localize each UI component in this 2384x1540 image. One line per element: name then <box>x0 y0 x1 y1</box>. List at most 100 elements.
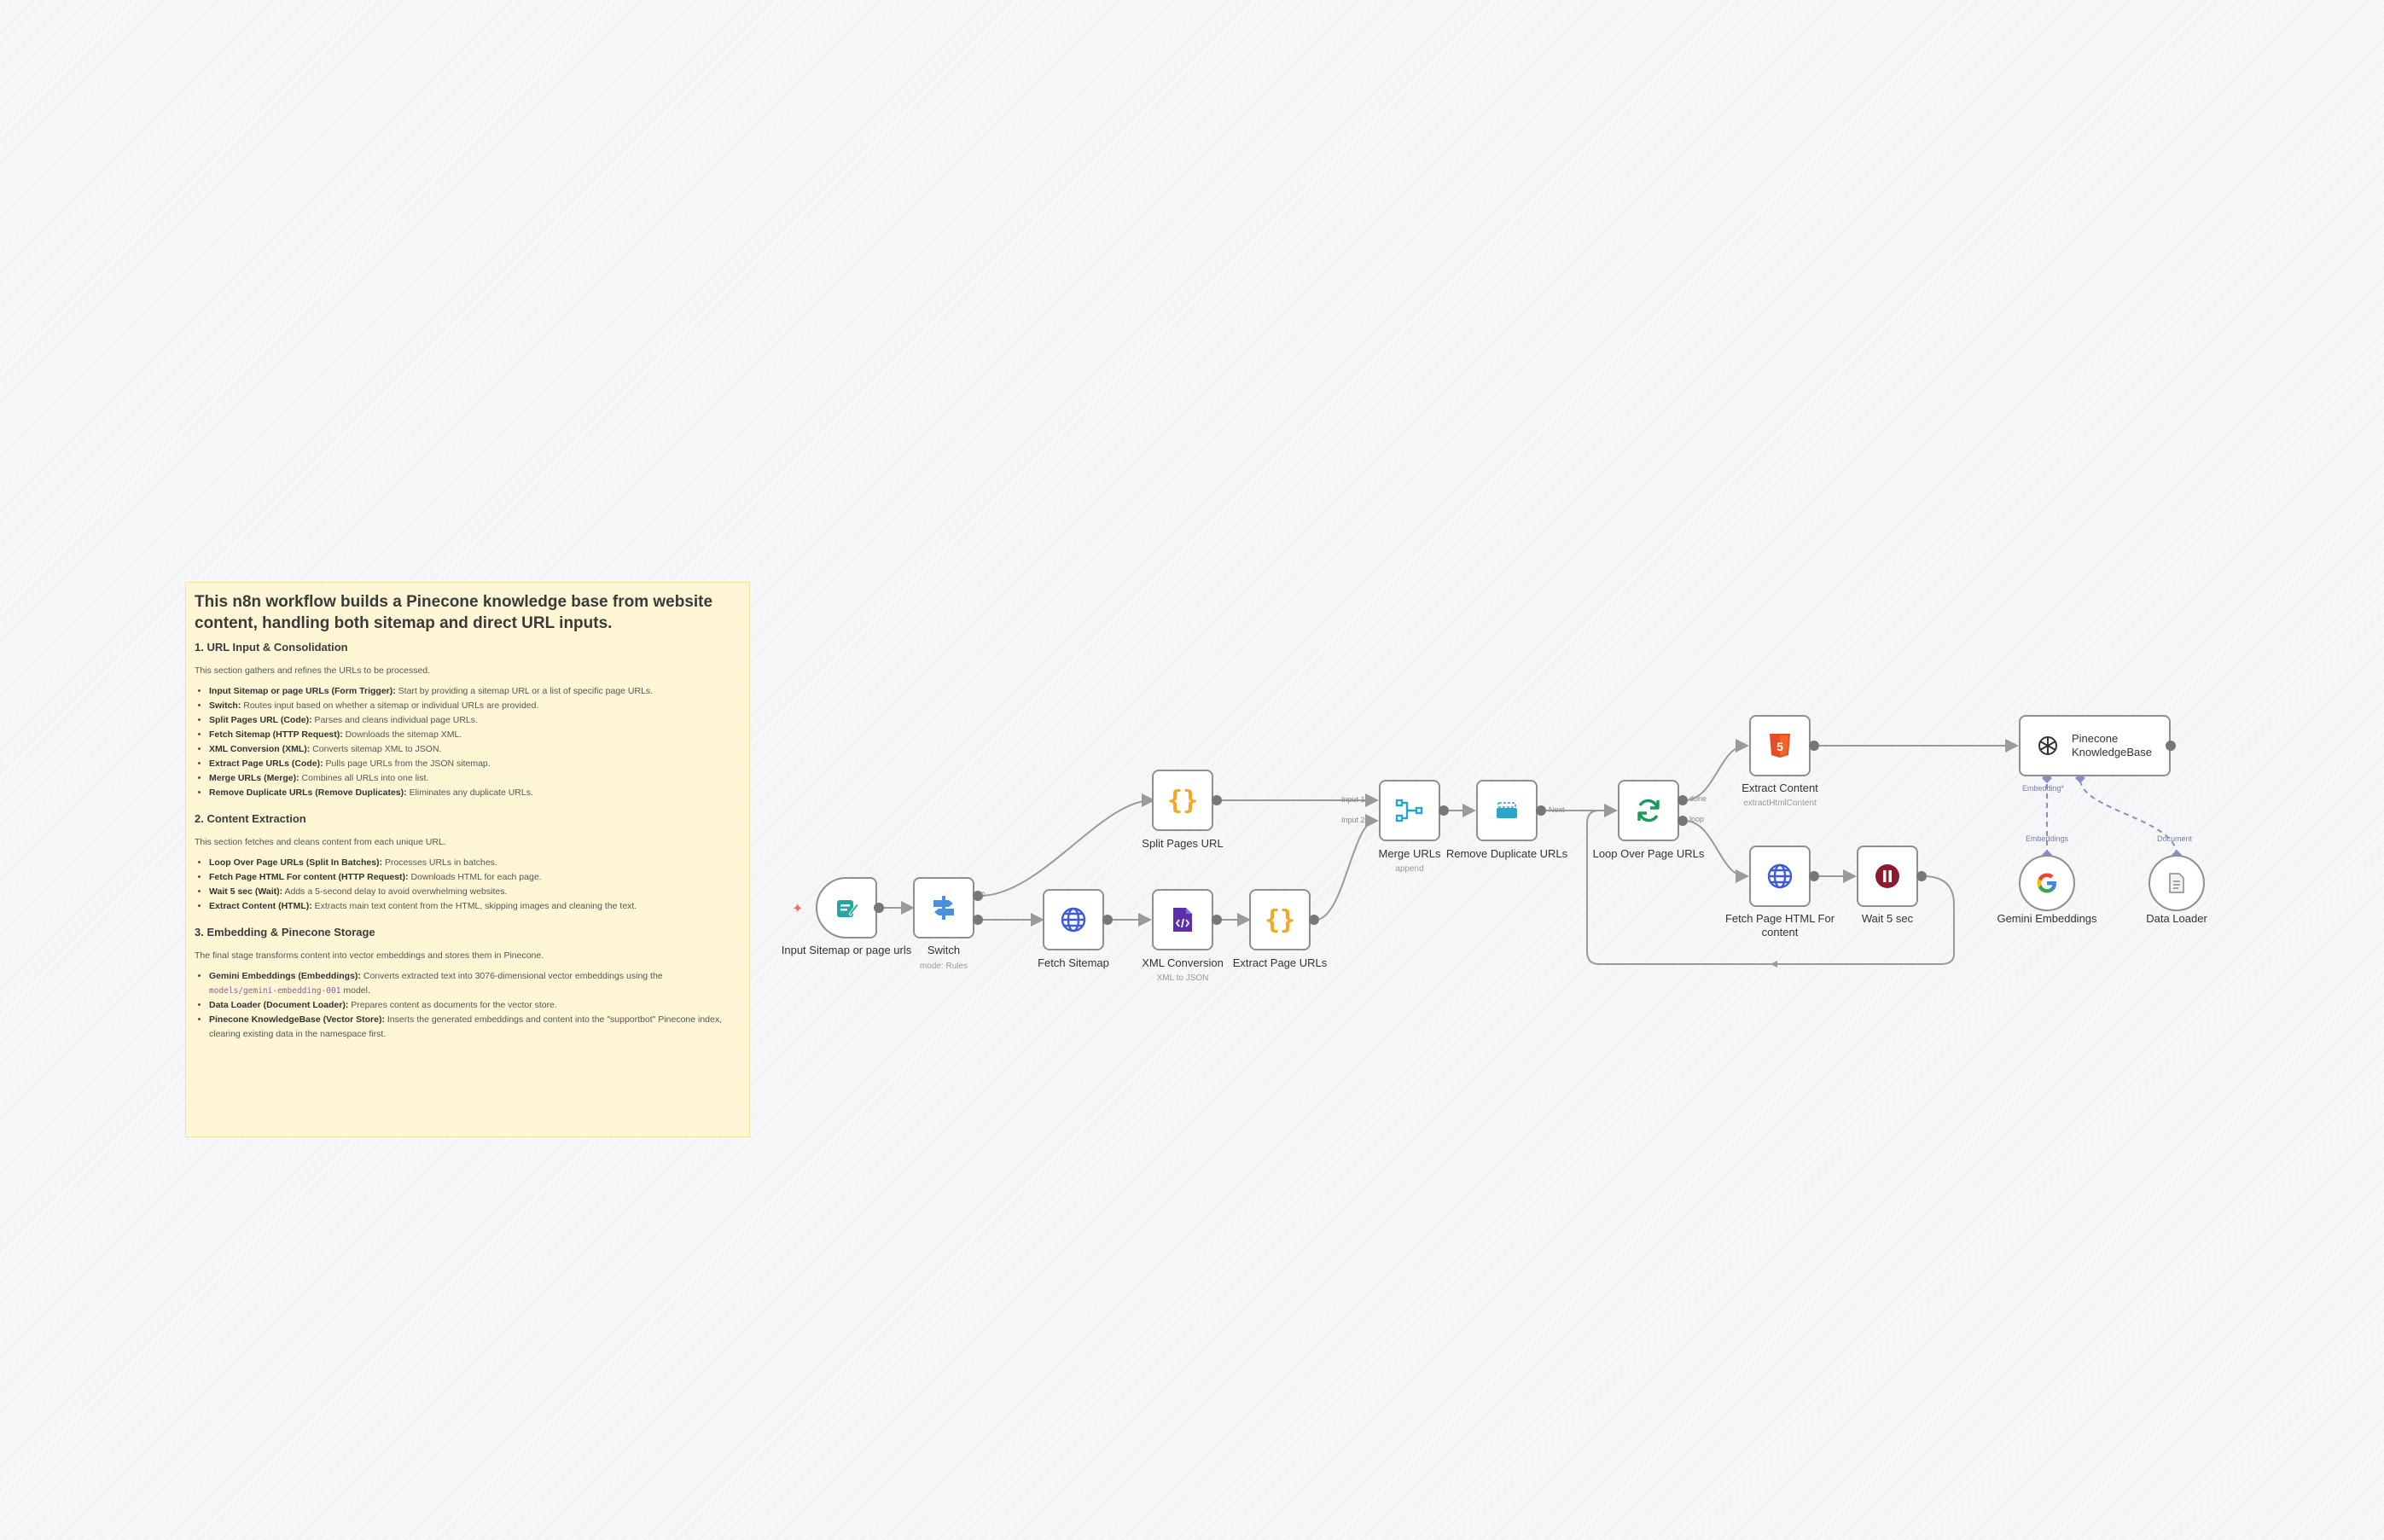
list-item: Extract Content (HTML): Extracts main te… <box>209 899 741 914</box>
node-extract-page-urls[interactable]: {} <box>1249 889 1311 950</box>
remove-duplicates-icon <box>1492 796 1521 825</box>
node-subtitle: append <box>1395 864 1424 874</box>
wire-loader-pinecone <box>2079 779 2178 856</box>
node-subtitle: mode: Rules <box>919 962 968 971</box>
node-subtitle: extractHtmlContent <box>1743 799 1817 808</box>
output-handle[interactable] <box>1916 871 1927 881</box>
port-label-0: 0 <box>981 891 986 898</box>
section-embedding: 3. Embedding & Pinecone Storage The fina… <box>195 926 741 1042</box>
node-loop-over-page-urls[interactable] <box>1618 780 1679 841</box>
node-label: Merge URLs <box>1378 847 1441 860</box>
xml-file-icon <box>1168 905 1197 934</box>
list-item: Gemini Embeddings (Embeddings): Converts… <box>209 969 741 998</box>
wire-wait-loopback <box>1586 810 1955 965</box>
pause-icon <box>1873 862 1902 891</box>
globe-icon <box>1765 862 1794 891</box>
output-handle-1[interactable] <box>973 915 983 925</box>
port-label-embedding: Embedding* <box>2022 784 2065 793</box>
output-handle-loop[interactable] <box>1678 816 1688 826</box>
section-url-input: 1. URL Input & Consolidation This sectio… <box>195 641 741 800</box>
node-label: Extract Page URLs <box>1232 956 1328 969</box>
section-intro: This section fetches and cleans content … <box>195 837 446 847</box>
node-merge-urls[interactable] <box>1379 780 1440 841</box>
node-switch[interactable] <box>913 877 974 939</box>
node-label: Remove Duplicate URLs <box>1445 847 1568 860</box>
list-item: Data Loader (Document Loader): Prepares … <box>209 998 741 1013</box>
node-label: Extract Content <box>1741 782 1818 794</box>
node-xml-conversion[interactable] <box>1152 889 1213 950</box>
section-intro: This section gathers and refines the URL… <box>195 665 431 676</box>
pinecone-icon <box>2036 731 2060 760</box>
code-braces-icon: {} <box>1166 785 1199 816</box>
list-item: Extract Page URLs (Code): Pulls page URL… <box>209 757 741 771</box>
port-label-input2: Input 2 <box>1341 816 1365 824</box>
node-label: Switch <box>927 944 961 956</box>
node-subtitle: XML to JSON <box>1156 973 1209 983</box>
output-handle[interactable] <box>1212 795 1222 805</box>
section-heading: 2. Content Extraction <box>195 812 306 825</box>
document-icon <box>2162 869 2191 898</box>
node-extract-content[interactable]: 5 <box>1749 715 1811 776</box>
node-input-sitemap[interactable] <box>816 877 877 939</box>
port-label-next: Next <box>1549 805 1565 814</box>
list-item: Loop Over Page URLs (Split In Batches): … <box>209 856 741 870</box>
list-item: Switch: Routes input based on whether a … <box>209 699 741 713</box>
node-label: Pinecone KnowledgeBase <box>2072 732 2152 758</box>
node-label: Gemini Embeddings <box>1997 912 2097 925</box>
wire-loop-fetch-page <box>1683 820 1749 883</box>
code-braces-icon: {} <box>1264 904 1296 935</box>
output-handle[interactable] <box>1102 915 1113 925</box>
trigger-bolt-icon: ✦ <box>792 902 804 916</box>
form-trigger-icon <box>832 893 861 922</box>
list-item: Fetch Sitemap (HTTP Request): Downloads … <box>209 728 741 742</box>
wire-loop-extract-content <box>1683 739 1749 801</box>
sticky-title: This n8n workflow builds a Pinecone know… <box>195 593 713 632</box>
output-handle-done[interactable] <box>1678 795 1688 805</box>
output-handle[interactable] <box>1809 741 1819 751</box>
list-item: Remove Duplicate URLs (Remove Duplicates… <box>209 786 741 800</box>
section-list: Loop Over Page URLs (Split In Batches): … <box>195 856 741 914</box>
output-handle[interactable] <box>2166 741 2176 751</box>
model-code: models/gemini-embedding-001 <box>209 986 341 996</box>
list-item: Wait 5 sec (Wait): Adds a 5-second delay… <box>209 885 741 899</box>
wire-switch-split <box>979 793 1155 897</box>
svg-text:5: 5 <box>1776 740 1783 753</box>
list-item: Fetch Page HTML For content (HTTP Reques… <box>209 870 741 885</box>
list-item: Split Pages URL (Code): Parses and clean… <box>209 713 741 728</box>
port-label-loop: loop <box>1689 815 1705 823</box>
port-label-embeddings: Embeddings <box>2026 834 2069 843</box>
node-label: Loop Over Page URLs <box>1592 847 1705 860</box>
output-handle[interactable] <box>1536 805 1546 816</box>
port-label-input1: Input 1 <box>1341 795 1365 804</box>
node-fetch-page-html[interactable] <box>1749 846 1811 907</box>
node-label: Input Sitemap or page urls <box>781 944 912 956</box>
node-wait[interactable] <box>1857 846 1918 907</box>
node-fetch-sitemap[interactable] <box>1043 889 1104 950</box>
output-handle-0[interactable] <box>973 891 983 901</box>
node-pinecone-knowledgebase[interactable]: Pinecone KnowledgeBase <box>2019 715 2171 776</box>
output-handle[interactable] <box>874 903 884 913</box>
switch-icon <box>929 893 958 922</box>
loopback-arrow <box>1771 961 1777 968</box>
node-data-loader[interactable] <box>2149 855 2205 911</box>
output-handle[interactable] <box>1439 805 1449 816</box>
node-label: Fetch Page HTML For content <box>1724 912 1835 939</box>
node-split-pages-url[interactable]: {} <box>1152 770 1213 831</box>
output-handle[interactable] <box>1809 871 1819 881</box>
globe-icon <box>1059 905 1088 934</box>
node-remove-duplicates[interactable] <box>1476 780 1538 841</box>
html5-icon: 5 <box>1765 731 1794 760</box>
list-item: Input Sitemap or page URLs (Form Trigger… <box>209 684 741 699</box>
node-gemini-embeddings[interactable] <box>2019 855 2075 911</box>
list-item: XML Conversion (XML): Converts sitemap X… <box>209 742 741 757</box>
node-label: Data Loader <box>2146 912 2207 925</box>
output-handle[interactable] <box>1309 915 1319 925</box>
port-label-document: Document <box>2157 834 2193 843</box>
section-content-extraction: 2. Content Extraction This section fetch… <box>195 812 741 914</box>
list-item: Pinecone KnowledgeBase (Vector Store): I… <box>209 1013 741 1042</box>
list-item: Merge URLs (Merge): Combines all URLs in… <box>209 771 741 786</box>
output-handle[interactable] <box>1212 915 1222 925</box>
section-intro: The final stage transforms content into … <box>195 950 544 961</box>
sticky-note[interactable]: This n8n workflow builds a Pinecone know… <box>185 582 750 1137</box>
